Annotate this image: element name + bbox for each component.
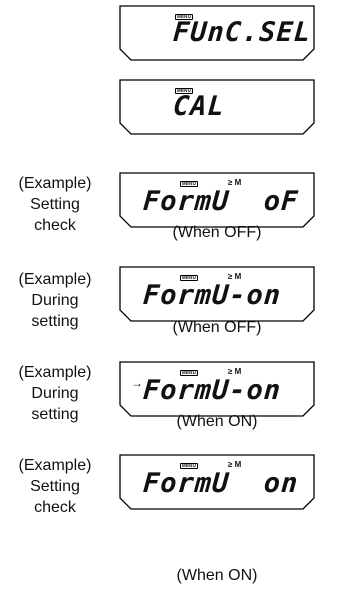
lcd-text: FormU-on	[141, 375, 283, 406]
lcd-frame	[119, 5, 315, 61]
caption-3: (When OFF)	[172, 224, 262, 241]
display-panel-1: MENU FUnC.SEL	[119, 5, 315, 61]
indicator-icons: ≥ M	[228, 272, 242, 281]
side-label-line: check	[34, 217, 76, 234]
lcd-text: FormU on	[141, 468, 300, 499]
display-panel-3: MENU ≥ M FormU oF	[119, 172, 315, 228]
menu-badge: MENU	[175, 14, 194, 20]
side-label-line: Setting	[30, 478, 80, 495]
side-label-line: (Example)	[18, 457, 92, 474]
side-label-line: During	[31, 385, 79, 402]
display-panel-6: MENU ≥ M FormU on	[119, 454, 315, 510]
lcd-text: FUnC.SEL	[171, 17, 313, 48]
side-label-line: setting	[31, 406, 79, 423]
caption-6: (When ON)	[176, 567, 258, 584]
indicator-icons: ≥ M	[228, 460, 242, 469]
side-label-line: setting	[31, 313, 79, 330]
arrow-icon: →	[131, 376, 143, 390]
display-panel-4: MENU ≥ M FormU-on	[119, 266, 315, 322]
caption-5: (When ON)	[176, 413, 258, 430]
lcd-text: FormU oF	[141, 186, 300, 217]
lcd-text: FormU-on	[141, 280, 283, 311]
indicator-icons: ≥ M	[228, 178, 242, 187]
caption-4: (When OFF)	[172, 319, 262, 336]
side-label-line: (Example)	[18, 364, 92, 381]
side-label-3: (Example) Setting check	[0, 173, 110, 236]
lcd-frame	[119, 172, 315, 228]
side-label-line: (Example)	[18, 175, 92, 192]
side-label-5: (Example) During setting	[0, 362, 110, 425]
menu-badge: MENU	[180, 463, 199, 469]
menu-badge: MENU	[180, 370, 199, 376]
indicator-icons: ≥ M	[228, 367, 242, 376]
lcd-frame	[119, 266, 315, 322]
menu-badge: MENU	[180, 275, 199, 281]
side-label-line: check	[34, 499, 76, 516]
side-label-line: During	[31, 292, 79, 309]
menu-badge: MENU	[180, 181, 199, 187]
lcd-frame	[119, 79, 315, 135]
side-label-4: (Example) During setting	[0, 269, 110, 332]
lcd-frame	[119, 454, 315, 510]
display-panel-5: → MENU ≥ M FormU-on	[119, 361, 315, 417]
lcd-frame	[119, 361, 315, 417]
side-label-6: (Example) Setting check	[0, 455, 110, 518]
side-label-line: Setting	[30, 196, 80, 213]
lcd-text: CAL	[171, 91, 226, 122]
menu-badge: MENU	[175, 88, 194, 94]
display-panel-2: MENU CAL	[119, 79, 315, 135]
side-label-line: (Example)	[18, 271, 92, 288]
